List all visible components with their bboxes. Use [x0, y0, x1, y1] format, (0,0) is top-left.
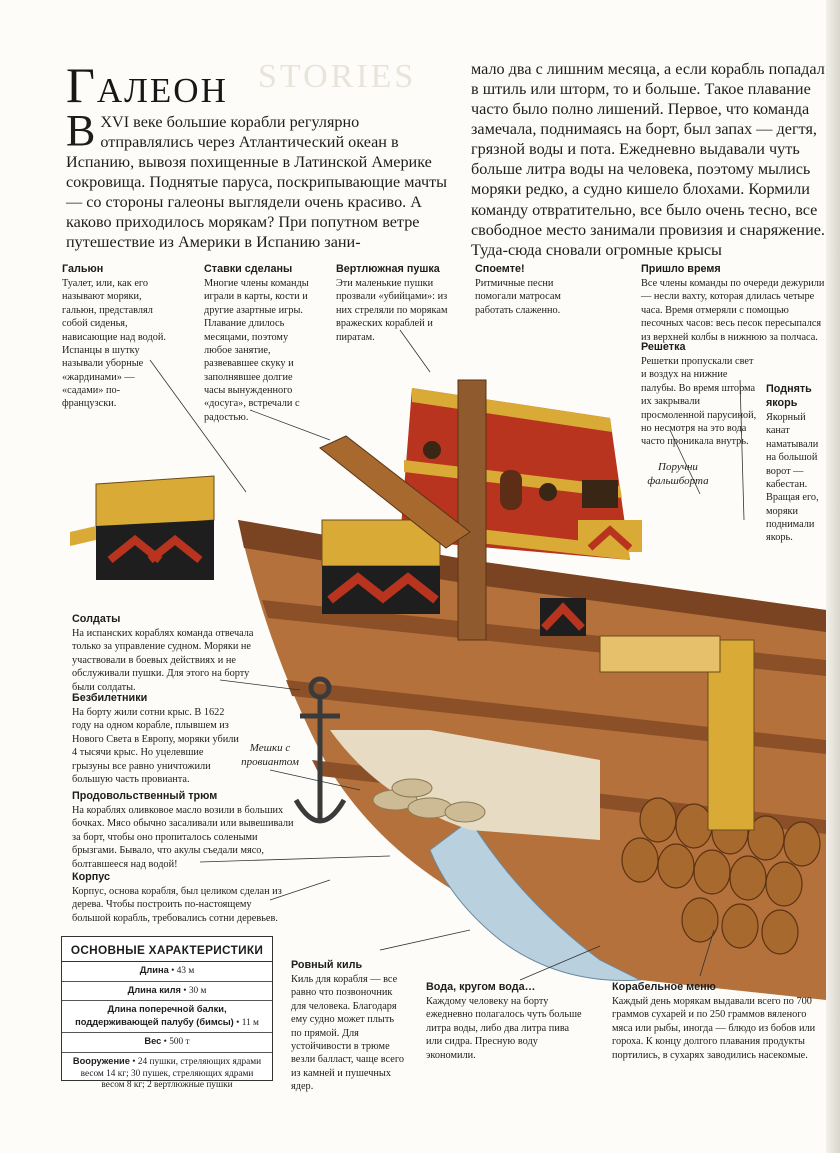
- annotation-heading: Ставки сделаны: [204, 263, 293, 275]
- spec-value: 43 м: [176, 966, 195, 976]
- food-hold: [330, 730, 600, 840]
- annotation-body: Каждый день морякам выдавали всего по 70…: [612, 996, 816, 1061]
- annotation-body: Ритмичные песни помогали матросам работа…: [475, 278, 561, 316]
- spec-row: Вооружение • 24 пушки, стреляющих ядрами…: [72, 1056, 262, 1091]
- intro-paragraph-right: мало два с лишним месяца, а если корабль…: [471, 60, 825, 259]
- annotation-body: Корпус, основа корабля, был целиком сдел…: [72, 886, 282, 924]
- annotation-heading: Вода, кругом вода…: [426, 981, 536, 993]
- specs-box: ОСНОВНЫЕ ХАРАКТЕРИСТИКИ Длина • 43 м Дли…: [61, 936, 273, 1090]
- annotation-spoemte: Споемте! Ритмичные песни помогали матрос…: [475, 262, 587, 317]
- bowsprit: [319, 435, 471, 549]
- annotation-soldaty: Солдаты На испанских кораблях команда от…: [72, 612, 272, 694]
- annotation-heading: Пришло время: [641, 263, 721, 275]
- spec-row: Длина киля • 30 м: [62, 982, 272, 1002]
- bow-gallery: [70, 475, 215, 580]
- annotation-body: На кораблях оливковое масло возили в бол…: [72, 805, 294, 870]
- mizzen-mast: [457, 379, 487, 641]
- annotation-heading: Корпус: [72, 871, 111, 883]
- annotation-body: Якорный канат наматывали на большой воро…: [766, 412, 819, 544]
- spec-label: Вооружение: [72, 1056, 130, 1067]
- spec-label: Длина: [139, 965, 169, 975]
- title-ghost: STORIES: [258, 58, 417, 95]
- annotation-reshetka: Решетка Решетки пропускали свет и воздух…: [641, 340, 761, 449]
- page-edge: [826, 0, 840, 1153]
- spec-row: Вес • 500 т: [62, 1033, 272, 1054]
- grating: [599, 635, 721, 673]
- barrels: [621, 797, 821, 955]
- annotation-yakor: Поднять якорь Якорный канат наматывали н…: [766, 382, 826, 545]
- annotation-body: Решетки пропускали свет и воздух на нижн…: [641, 356, 757, 448]
- annotation-menu: Корабельное меню Каждый день морякам выд…: [612, 980, 824, 1062]
- annotation-heading: Решетка: [641, 341, 686, 353]
- annotation-body: На испанских кораблях команда отвечала т…: [72, 628, 254, 693]
- specs-title: ОСНОВНЫЕ ХАРАКТЕРИСТИКИ: [62, 937, 272, 962]
- annotation-vertlyuzhnaya: Вертлюжная пушка Эти маленькие пушки про…: [336, 262, 464, 344]
- annotation-vremya: Пришло время Все члены команды по очеред…: [641, 262, 825, 344]
- annotation-body: Многие члены команды играли в карты, кос…: [204, 278, 309, 423]
- keel-section: [429, 819, 642, 981]
- spec-label: Длина поперечной балки, поддерживающей п…: [75, 1004, 234, 1027]
- label-poruchni: Поручни фальшборта: [647, 461, 709, 488]
- annotation-heading: Споемте!: [475, 263, 525, 275]
- spec-value: 11 м: [241, 1017, 259, 1028]
- spec-value: 30 м: [188, 985, 207, 996]
- annotation-body: На борту жили сотни крыс. В 1622 году на…: [72, 707, 239, 785]
- spec-label: Вес: [144, 1036, 162, 1047]
- anchor: [293, 676, 347, 824]
- annotation-korpus: Корпус Корпус, основа корабля, был целик…: [72, 870, 282, 925]
- annotation-stavki: Ставки сделаны Многие члены команды игра…: [204, 262, 316, 424]
- annotation-heading: Поднять якорь: [766, 383, 812, 410]
- annotation-kil: Ровный киль Киль для корабля — все равно…: [291, 958, 407, 1093]
- spec-value: 500 т: [169, 1037, 190, 1048]
- annotation-bezbiletniki: Безбилетники На борту жили сотни крыс. В…: [72, 691, 242, 786]
- annotation-tryum: Продовольственный трюм На кораблях оливк…: [72, 789, 294, 871]
- annotation-body: Туалет, или, как его называют моряки, га…: [62, 278, 167, 410]
- annotation-heading: Гальюн: [62, 263, 104, 275]
- annotation-heading: Корабельное меню: [612, 981, 716, 993]
- annotation-heading: Продовольственный трюм: [72, 790, 218, 802]
- annotation-voda: Вода, кругом вода… Каждому человеку на б…: [426, 980, 582, 1062]
- annotation-heading: Ровный киль: [291, 959, 363, 971]
- annotation-heading: Солдаты: [72, 613, 121, 625]
- provision-sacks: [372, 778, 486, 823]
- annotation-body: Все члены команды по очереди дежурили — …: [641, 278, 825, 343]
- spec-row: Длина • 43 м: [62, 962, 272, 982]
- intro-text-left: XVI веке большие корабли регулярно отпра…: [66, 113, 448, 252]
- annotation-body: Эти маленькие пушки прозвали «убийцами»:…: [336, 278, 448, 343]
- annotation-body: Киль для корабля — все равно что позвоно…: [291, 974, 404, 1093]
- spec-row: Длина поперечной балки, поддерживающей п…: [62, 1001, 272, 1034]
- annotation-body: Каждому человеку на борту ежедневно пола…: [426, 996, 582, 1061]
- leader-lines: [149, 329, 745, 981]
- label-meshki: Мешки с провиантом: [241, 742, 299, 769]
- annotation-heading: Безбилетники: [72, 692, 148, 704]
- spec-label: Длина киля: [127, 984, 181, 995]
- spec-value: 24 пушки, стреляющих ядрами весом 14 кг;…: [80, 1057, 262, 1091]
- annotation-heading: Вертлюжная пушка: [336, 263, 440, 275]
- drop-cap: В: [66, 106, 96, 155]
- page-title: Галеон: [66, 57, 228, 113]
- annotation-galyun: Гальюн Туалет, или, как его называют мор…: [62, 262, 170, 411]
